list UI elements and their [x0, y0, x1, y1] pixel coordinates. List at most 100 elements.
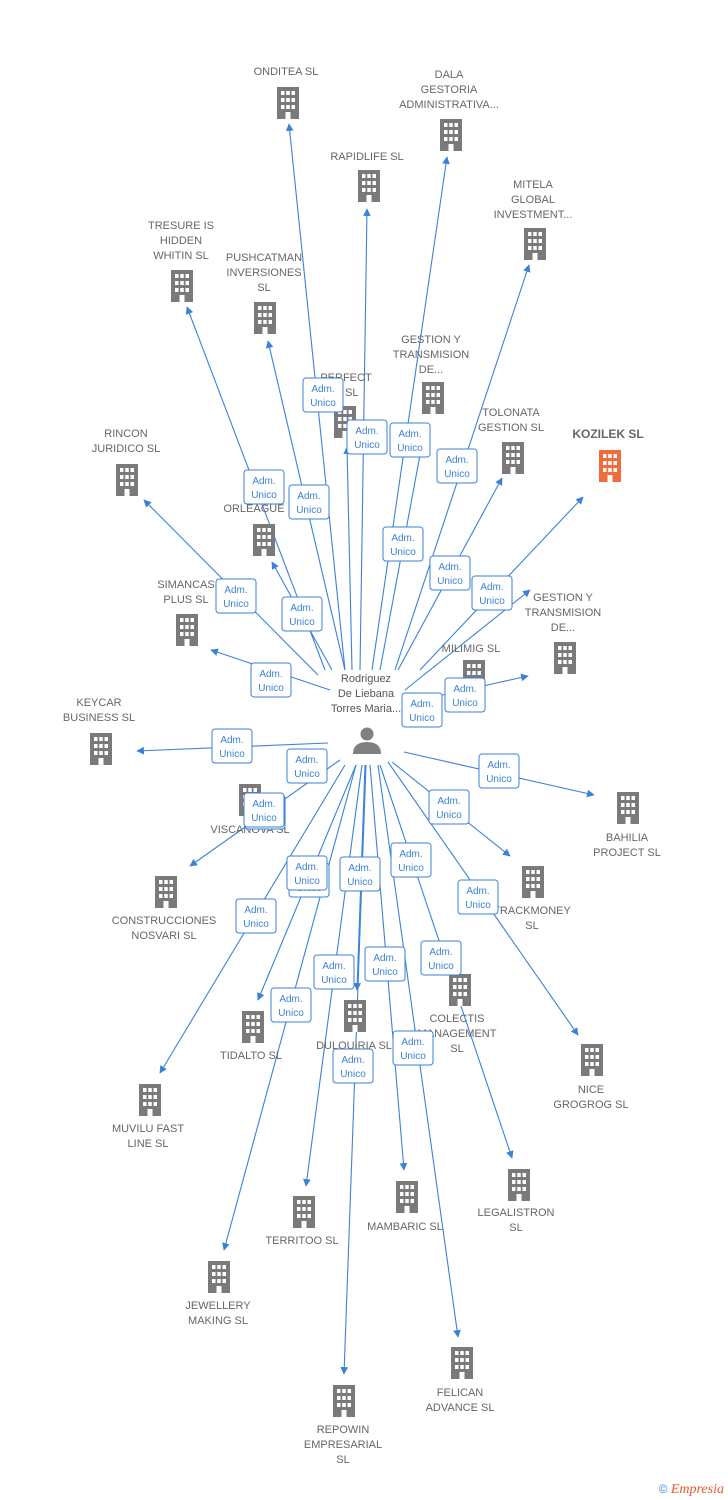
company-name-line: NICE — [578, 1084, 604, 1096]
badge-type-label: Unico — [444, 469, 470, 480]
company-name-line: TOLONATA — [482, 407, 540, 419]
company-node-mitela[interactable]: MITELAGLOBALINVESTMENT... — [494, 179, 573, 260]
badge-role-label: Adm. — [348, 863, 371, 874]
company-name-line: HIDDEN — [160, 235, 202, 247]
badge-type-label: Unico — [251, 813, 277, 824]
badge-type-label: Unico — [347, 877, 373, 888]
badge-type-label: Unico — [452, 698, 478, 709]
company-node-gestion2[interactable]: GESTION YTRANSMISIONDE... — [525, 592, 601, 674]
company-name-line: MITELA — [513, 179, 553, 191]
company-name-line: MAMBARIC SL — [367, 1221, 443, 1233]
role-badge-colectis[interactable]: Adm.Unico — [420, 940, 462, 976]
company-name-line: MAKING SL — [188, 1315, 248, 1327]
role-badge-gestion2[interactable]: Adm.Unico — [471, 575, 513, 611]
company-name-line: BUSINESS SL — [63, 712, 135, 724]
company-node-milimig[interactable]: MILIMIG SL — [442, 643, 501, 692]
badge-type-label: Unico — [310, 398, 336, 409]
badge-type-label: Unico — [219, 749, 245, 760]
role-badge-nice[interactable]: Adm.Unico — [457, 879, 499, 915]
role-badge-tolonata[interactable]: Adm.Unico — [382, 526, 424, 562]
role-badge-extra-0[interactable]: Adm.Unico — [243, 792, 285, 828]
badge-role-label: Adm. — [295, 755, 318, 766]
role-badge-mitela[interactable]: Adm.Unico — [436, 448, 478, 484]
company-node-rapidlife[interactable]: RAPIDLIFE SL — [330, 151, 404, 202]
company-node-mambaric[interactable]: MAMBARIC SL — [367, 1181, 443, 1233]
badge-type-label: Unico — [321, 975, 347, 986]
building-icon — [440, 119, 462, 151]
company-name-line: MILIMIG SL — [442, 643, 501, 655]
company-name-line: SL — [525, 920, 538, 932]
company-name-line: NOSVARI SL — [131, 930, 196, 942]
role-badge-legalistron[interactable]: Adm.Unico — [364, 946, 406, 982]
role-badge-territoo[interactable]: Adm.Unico — [313, 954, 355, 990]
company-node-territoo[interactable]: TERRITOO SL — [265, 1196, 339, 1247]
role-badge-trackmoney[interactable]: Adm.Unico — [428, 789, 470, 825]
company-name-line: REPOWIN — [317, 1424, 370, 1436]
company-node-orleague[interactable]: ORLEAGUE — [223, 503, 285, 556]
company-node-tolonata[interactable]: TOLONATA GESTION SL — [478, 407, 544, 474]
badge-box — [401, 692, 443, 728]
badge-role-label: Adm. — [438, 562, 461, 573]
role-badge-extra-2[interactable]: Adm.Unico — [401, 692, 443, 728]
role-badge-jewellery[interactable]: Adm.Unico — [270, 987, 312, 1023]
company-name-line: TRANSMISION — [525, 607, 601, 619]
role-badge-muvilu[interactable]: Adm.Unico — [235, 898, 277, 934]
company-node-dala[interactable]: DALAGESTORIAADMINISTRATIVA... — [399, 69, 499, 151]
role-badge-kozilek[interactable]: Adm.Unico — [429, 555, 471, 591]
badge-box — [302, 377, 344, 413]
company-node-gestion1[interactable]: GESTION YTRANSMISIONDE... — [393, 334, 469, 414]
role-badge-keycar[interactable]: Adm.Unico — [211, 728, 253, 764]
company-name-line: JURIDICO SL — [92, 443, 160, 455]
badge-box — [250, 662, 292, 698]
company-name-line: GLOBAL — [511, 194, 555, 206]
role-badge-dala[interactable]: Adm.Unico — [389, 422, 431, 458]
role-badge-extra-1[interactable]: Adm.Unico — [286, 855, 328, 891]
building-icon — [599, 450, 621, 482]
company-name-line: PUSHCATMAN — [226, 252, 302, 264]
badge-role-label: Adm. — [401, 1037, 424, 1048]
role-badge-tresure[interactable]: Adm.Unico — [243, 469, 285, 505]
company-name-line: TRESURE IS — [148, 220, 214, 232]
role-badge-repowin[interactable]: Adm.Unico — [332, 1048, 374, 1084]
company-name-line: KOZILEK SL — [572, 427, 643, 441]
role-badge-rapidlife[interactable]: Adm.Unico — [346, 419, 388, 455]
badge-box — [215, 578, 257, 614]
company-node-onditea[interactable]: ONDITEA SL — [254, 66, 319, 119]
role-badge-mambaric[interactable]: Adm.Unico — [390, 842, 432, 878]
badge-type-label: Unico — [294, 876, 320, 887]
role-badge-rincon[interactable]: Adm.Unico — [215, 578, 257, 614]
badge-role-label: Adm. — [429, 947, 452, 958]
company-name-line: GESTION SL — [478, 422, 544, 434]
role-badge-simancas[interactable]: Adm.Unico — [250, 662, 292, 698]
company-node-tidalto[interactable]: TIDALTO SL — [220, 1011, 282, 1062]
role-badge-perfect[interactable]: Adm.Unico — [302, 377, 344, 413]
role-badge-viscanova[interactable]: Adm.Unico — [286, 748, 328, 784]
building-icon — [171, 270, 193, 302]
role-badge-dulquiria[interactable]: Adm. Unico — [339, 856, 381, 892]
role-badge-milimig[interactable]: Adm.Unico — [444, 677, 486, 713]
role-badge-pushcatman[interactable]: Adm.Unico — [288, 484, 330, 520]
company-node-kozilek[interactable]: KOZILEK SL — [572, 427, 644, 482]
role-badge-bahilia[interactable]: Adm.Unico — [478, 753, 520, 789]
role-badge-orleague[interactable]: Adm.Unico — [281, 596, 323, 632]
role-badge-felican[interactable]: Adm.Unico — [392, 1030, 434, 1066]
company-name-line: ORLEAGUE — [223, 503, 284, 515]
edge-dala — [371, 156, 450, 671]
